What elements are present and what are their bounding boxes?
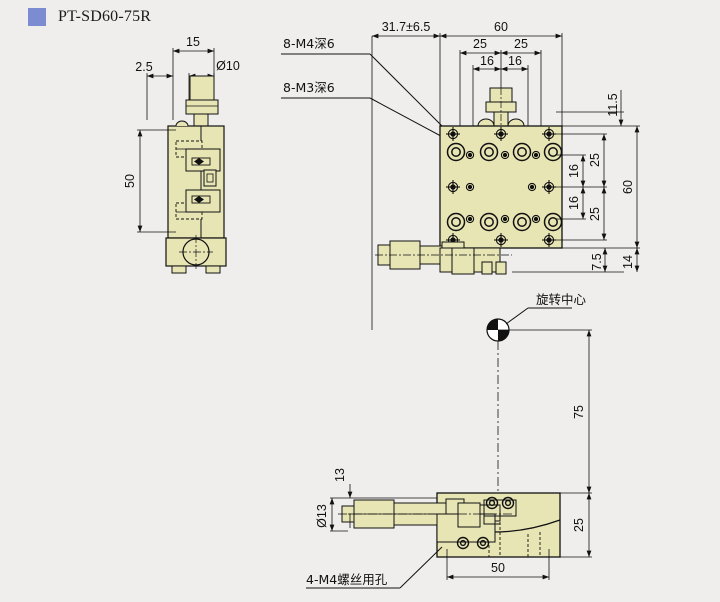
callout-m3-label: 8-M3深6 — [283, 80, 335, 95]
front-view-group: 旋转中心 75 — [306, 292, 592, 589]
model-name: PT-SD60-75R — [58, 8, 152, 25]
front-dim-75: 75 — [572, 405, 586, 419]
top-dim-25-left: 25 — [473, 37, 487, 51]
top-dim-60-horizontal: 60 — [494, 20, 508, 34]
top-dim-16-bottom: 16 — [567, 196, 581, 210]
front-dim-dia13: Ø13 — [315, 504, 329, 528]
top-dim-11p5: 11.5 — [606, 93, 620, 116]
side-dim-15: 15 — [186, 35, 200, 49]
top-dim-16-left: 16 — [480, 54, 494, 68]
side-dim-50: 50 — [123, 174, 137, 188]
rotation-center-marker — [486, 307, 572, 342]
top-dim-7p5: 7.5 — [590, 253, 604, 270]
top-dim-travel: 31.7±6.5 — [382, 20, 431, 34]
top-dim-14: 14 — [621, 255, 635, 269]
top-view-micrometer — [375, 240, 512, 275]
callout-m4-label: 8-M4深6 — [283, 36, 335, 51]
front-view-micrometer — [338, 496, 517, 550]
top-dim-25-right: 25 — [514, 37, 528, 51]
side-view-group: 15 2.5 Ø10 — [123, 35, 240, 274]
top-view-group: 8-M4深6 8-M3深6 — [281, 20, 640, 330]
top-dim-25-top: 25 — [588, 153, 602, 167]
side-view-adjuster — [185, 75, 219, 127]
top-view-vertical-dims — [512, 90, 640, 273]
side-dim-dia10: Ø10 — [216, 59, 240, 73]
front-dim-25: 25 — [572, 518, 586, 532]
front-dim-50: 50 — [491, 561, 505, 575]
top-view-adjuster-knob — [477, 87, 525, 127]
side-dim-50-lines — [137, 129, 176, 233]
top-dim-25-bottom: 25 — [588, 207, 602, 221]
rotation-center-label: 旋转中心 — [536, 292, 587, 307]
side-view-rotary-base — [165, 235, 227, 274]
side-dim-2p5: 2.5 — [135, 60, 152, 74]
hole-callouts: 8-M4深6 8-M3深6 — [281, 36, 453, 143]
front-dim-13: 13 — [333, 468, 347, 482]
screw-hole-callout — [306, 546, 443, 589]
screw-hole-label: 4-M4螺丝用孔 — [306, 572, 388, 587]
front-dim-50-lines — [446, 549, 550, 580]
front-dim-25-lines — [560, 493, 592, 558]
title-color-swatch — [28, 8, 46, 26]
side-view-body — [167, 120, 225, 239]
top-dim-16-top: 16 — [567, 164, 581, 178]
top-dim-60-vertical: 60 — [621, 180, 635, 194]
top-view-plate — [439, 125, 563, 249]
top-dim-16-right: 16 — [508, 54, 522, 68]
front-dim-13-lines — [329, 484, 437, 532]
drawing-title: PT-SD60-75R — [28, 8, 151, 26]
top-view-hole-pattern — [446, 127, 563, 247]
